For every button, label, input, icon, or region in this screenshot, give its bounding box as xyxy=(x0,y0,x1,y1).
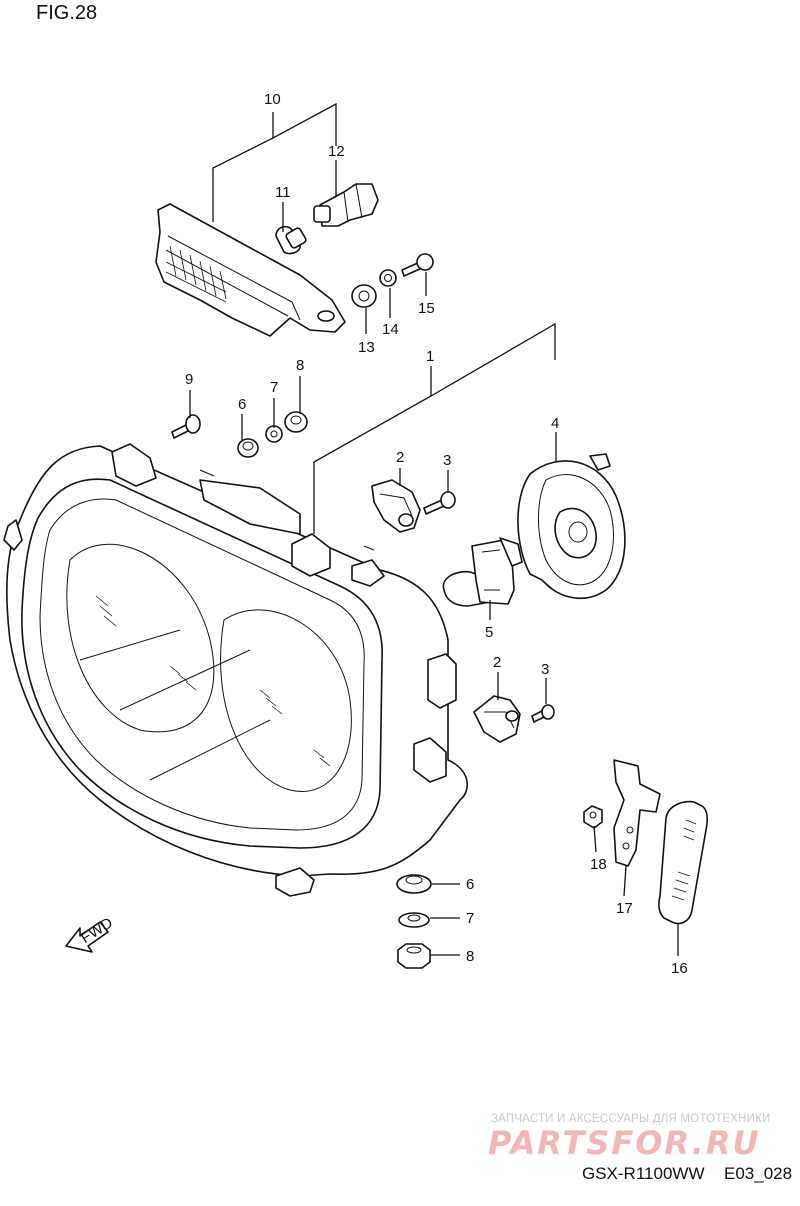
wedge-bulb xyxy=(275,225,307,255)
watermark-tagline: ЗАПЧАСТИ И АКСЕССУАРЫ ДЛЯ МОТОТЕХНИКИ xyxy=(491,1113,771,1125)
screw-9 xyxy=(171,414,201,439)
callout-6-upper: 6 xyxy=(238,396,246,413)
bulb-holder-2-upper xyxy=(371,479,421,533)
grommet-6-upper xyxy=(237,438,259,458)
callout-7-lower: 7 xyxy=(466,910,474,927)
washer-14 xyxy=(379,269,397,287)
figure-title: FIG.28 xyxy=(36,2,98,24)
grommet-6-lower xyxy=(396,874,432,894)
headlight-assembly xyxy=(3,443,469,897)
screw-15 xyxy=(401,253,434,277)
collar-7-lower xyxy=(398,912,430,928)
bulb-holder-2-lower xyxy=(473,695,521,743)
forward-direction-arrow: FWD xyxy=(65,914,116,953)
callout-6-lower: 6 xyxy=(466,876,474,893)
callout-8-lower: 8 xyxy=(466,948,474,965)
callout-1: 1 xyxy=(426,348,434,365)
watermark-logo: PARTSFOR.RU xyxy=(488,1124,761,1162)
screw-3-lower xyxy=(531,704,555,723)
footer-figure-code: E03_028 xyxy=(724,1164,793,1183)
callout-3-lower: 3 xyxy=(541,661,549,678)
callout-2-upper: 2 xyxy=(396,449,404,466)
callout-4: 4 xyxy=(551,415,559,432)
nut-18 xyxy=(583,805,603,829)
nut-8-lower xyxy=(397,943,431,969)
callout-numbers: 10 12 11 15 14 13 9 7 8 6 1 2 3 4 5 2 3 … xyxy=(185,91,688,977)
callout-16: 16 xyxy=(671,960,688,977)
callout-18: 18 xyxy=(590,856,607,873)
callout-5: 5 xyxy=(485,624,493,641)
grommet-13 xyxy=(351,284,377,308)
forward-arrow-label: FWD xyxy=(78,914,116,947)
screw-3-upper xyxy=(423,491,456,515)
callout-11: 11 xyxy=(275,184,291,201)
callout-12: 12 xyxy=(328,143,345,160)
collar-7-upper xyxy=(265,425,283,443)
callout-15: 15 xyxy=(418,300,435,317)
position-lamp-housing xyxy=(155,203,346,337)
callout-14: 14 xyxy=(382,321,399,338)
leader-lines xyxy=(189,102,679,956)
callout-17: 17 xyxy=(616,900,633,917)
callout-13: 13 xyxy=(358,339,375,356)
callout-9: 9 xyxy=(185,371,193,388)
side-reflector-16 xyxy=(658,800,708,925)
headlight-bulb-5 xyxy=(442,537,523,607)
callout-2-lower: 2 xyxy=(493,654,501,671)
reflector-bracket-17 xyxy=(613,759,661,867)
callout-10: 10 xyxy=(264,91,281,108)
callout-8-upper: 8 xyxy=(296,357,304,374)
callout-7-upper: 7 xyxy=(270,379,278,396)
dust-cover-4 xyxy=(517,453,626,599)
callout-3-upper: 3 xyxy=(443,452,451,469)
footer-model-code: GSX-R1100WW xyxy=(582,1164,705,1183)
bulb-socket xyxy=(313,183,379,227)
nut-8-upper xyxy=(284,411,308,433)
